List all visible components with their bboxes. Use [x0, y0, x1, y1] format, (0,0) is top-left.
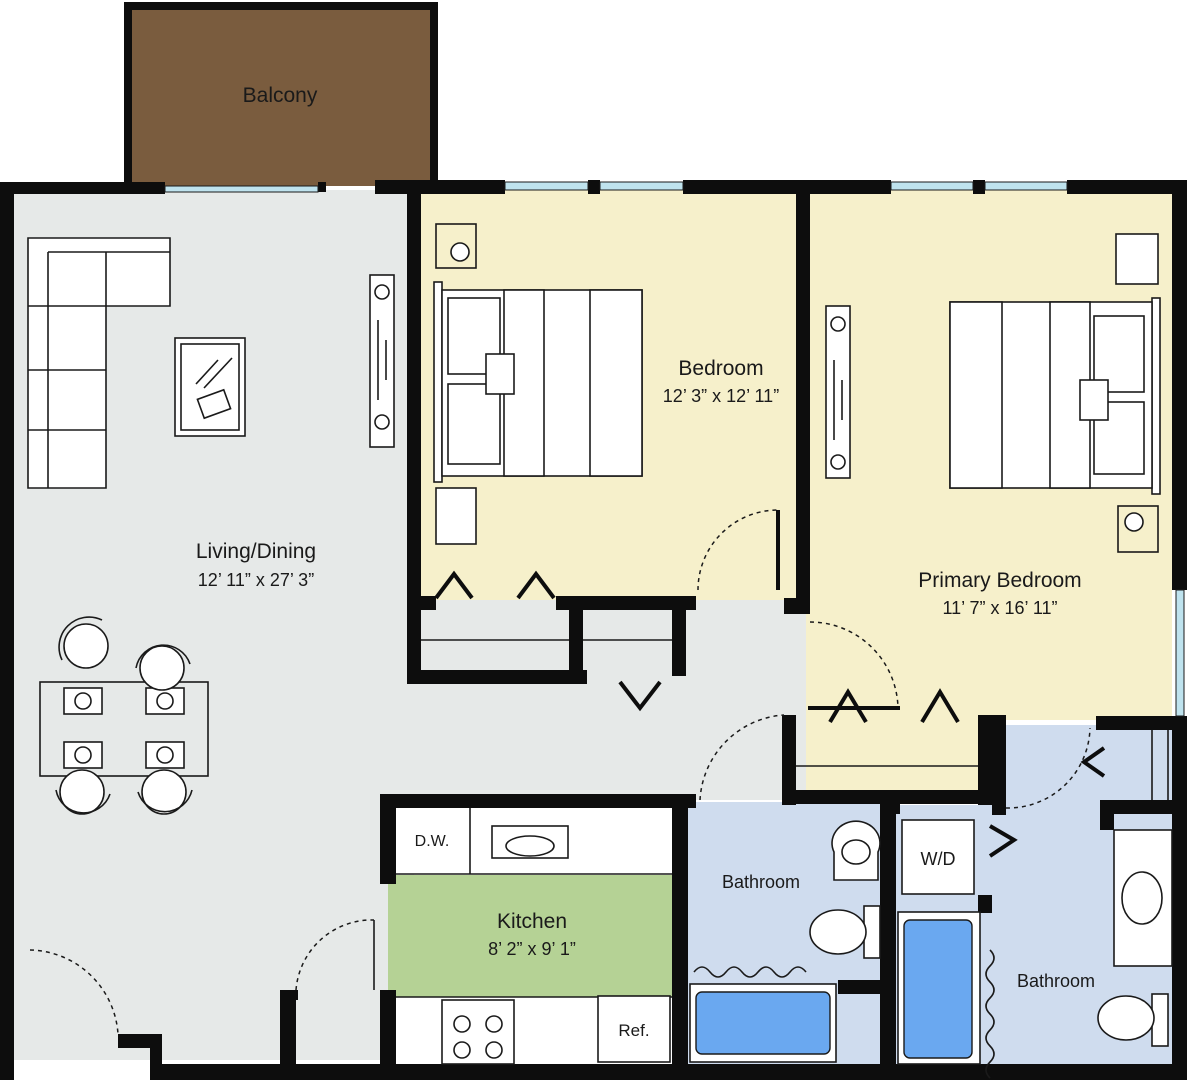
kitchen-fixtures — [396, 808, 672, 1065]
living-name: Living/Dining — [196, 540, 316, 563]
primary-bed — [949, 297, 1161, 495]
bath2-name: Bathroom — [1017, 971, 1095, 991]
bedroom-nightstands — [435, 223, 477, 545]
kitchen-floor — [388, 875, 672, 997]
bedroom-dims: 12’ 3” x 12’ 11” — [663, 386, 779, 406]
kitchen-dims: 8’ 2” x 9’ 1” — [488, 939, 576, 959]
washer-dryer-label: W/D — [921, 849, 956, 869]
hall-floor-2 — [150, 790, 390, 1060]
washer-dryer — [901, 819, 975, 895]
door-swings — [29, 509, 1091, 1035]
balcony-name: Balcony — [243, 84, 318, 107]
bath1-name: Bathroom — [722, 872, 800, 892]
balcony-floor — [128, 6, 432, 186]
primary-name: Primary Bedroom — [918, 569, 1081, 592]
dishwasher-label: D.W. — [415, 833, 450, 850]
tv-stand — [369, 274, 395, 448]
coffee-table — [174, 337, 246, 437]
hall-floor — [410, 600, 810, 800]
dining-chairs — [55, 616, 193, 815]
bath1-fixtures — [689, 820, 881, 1063]
bedroom-bed — [433, 281, 643, 483]
primary-dims: 11’ 7” x 16’ 11” — [942, 598, 1057, 618]
closet-doors — [421, 570, 1169, 858]
primary-nightstands — [1115, 233, 1159, 553]
primary-closet-floor — [806, 715, 996, 800]
windows — [164, 181, 1185, 717]
kitchen-name: Kitchen — [497, 910, 567, 933]
sectional-sofa — [27, 237, 171, 489]
dining-table — [39, 681, 209, 777]
bath2-fixtures — [897, 829, 1173, 1079]
bedroom-name: Bedroom — [678, 357, 763, 380]
primary-dresser — [825, 305, 851, 479]
living-dims: 12’ 11” x 27’ 3” — [198, 570, 314, 590]
refrigerator-label: Ref. — [618, 1021, 649, 1040]
